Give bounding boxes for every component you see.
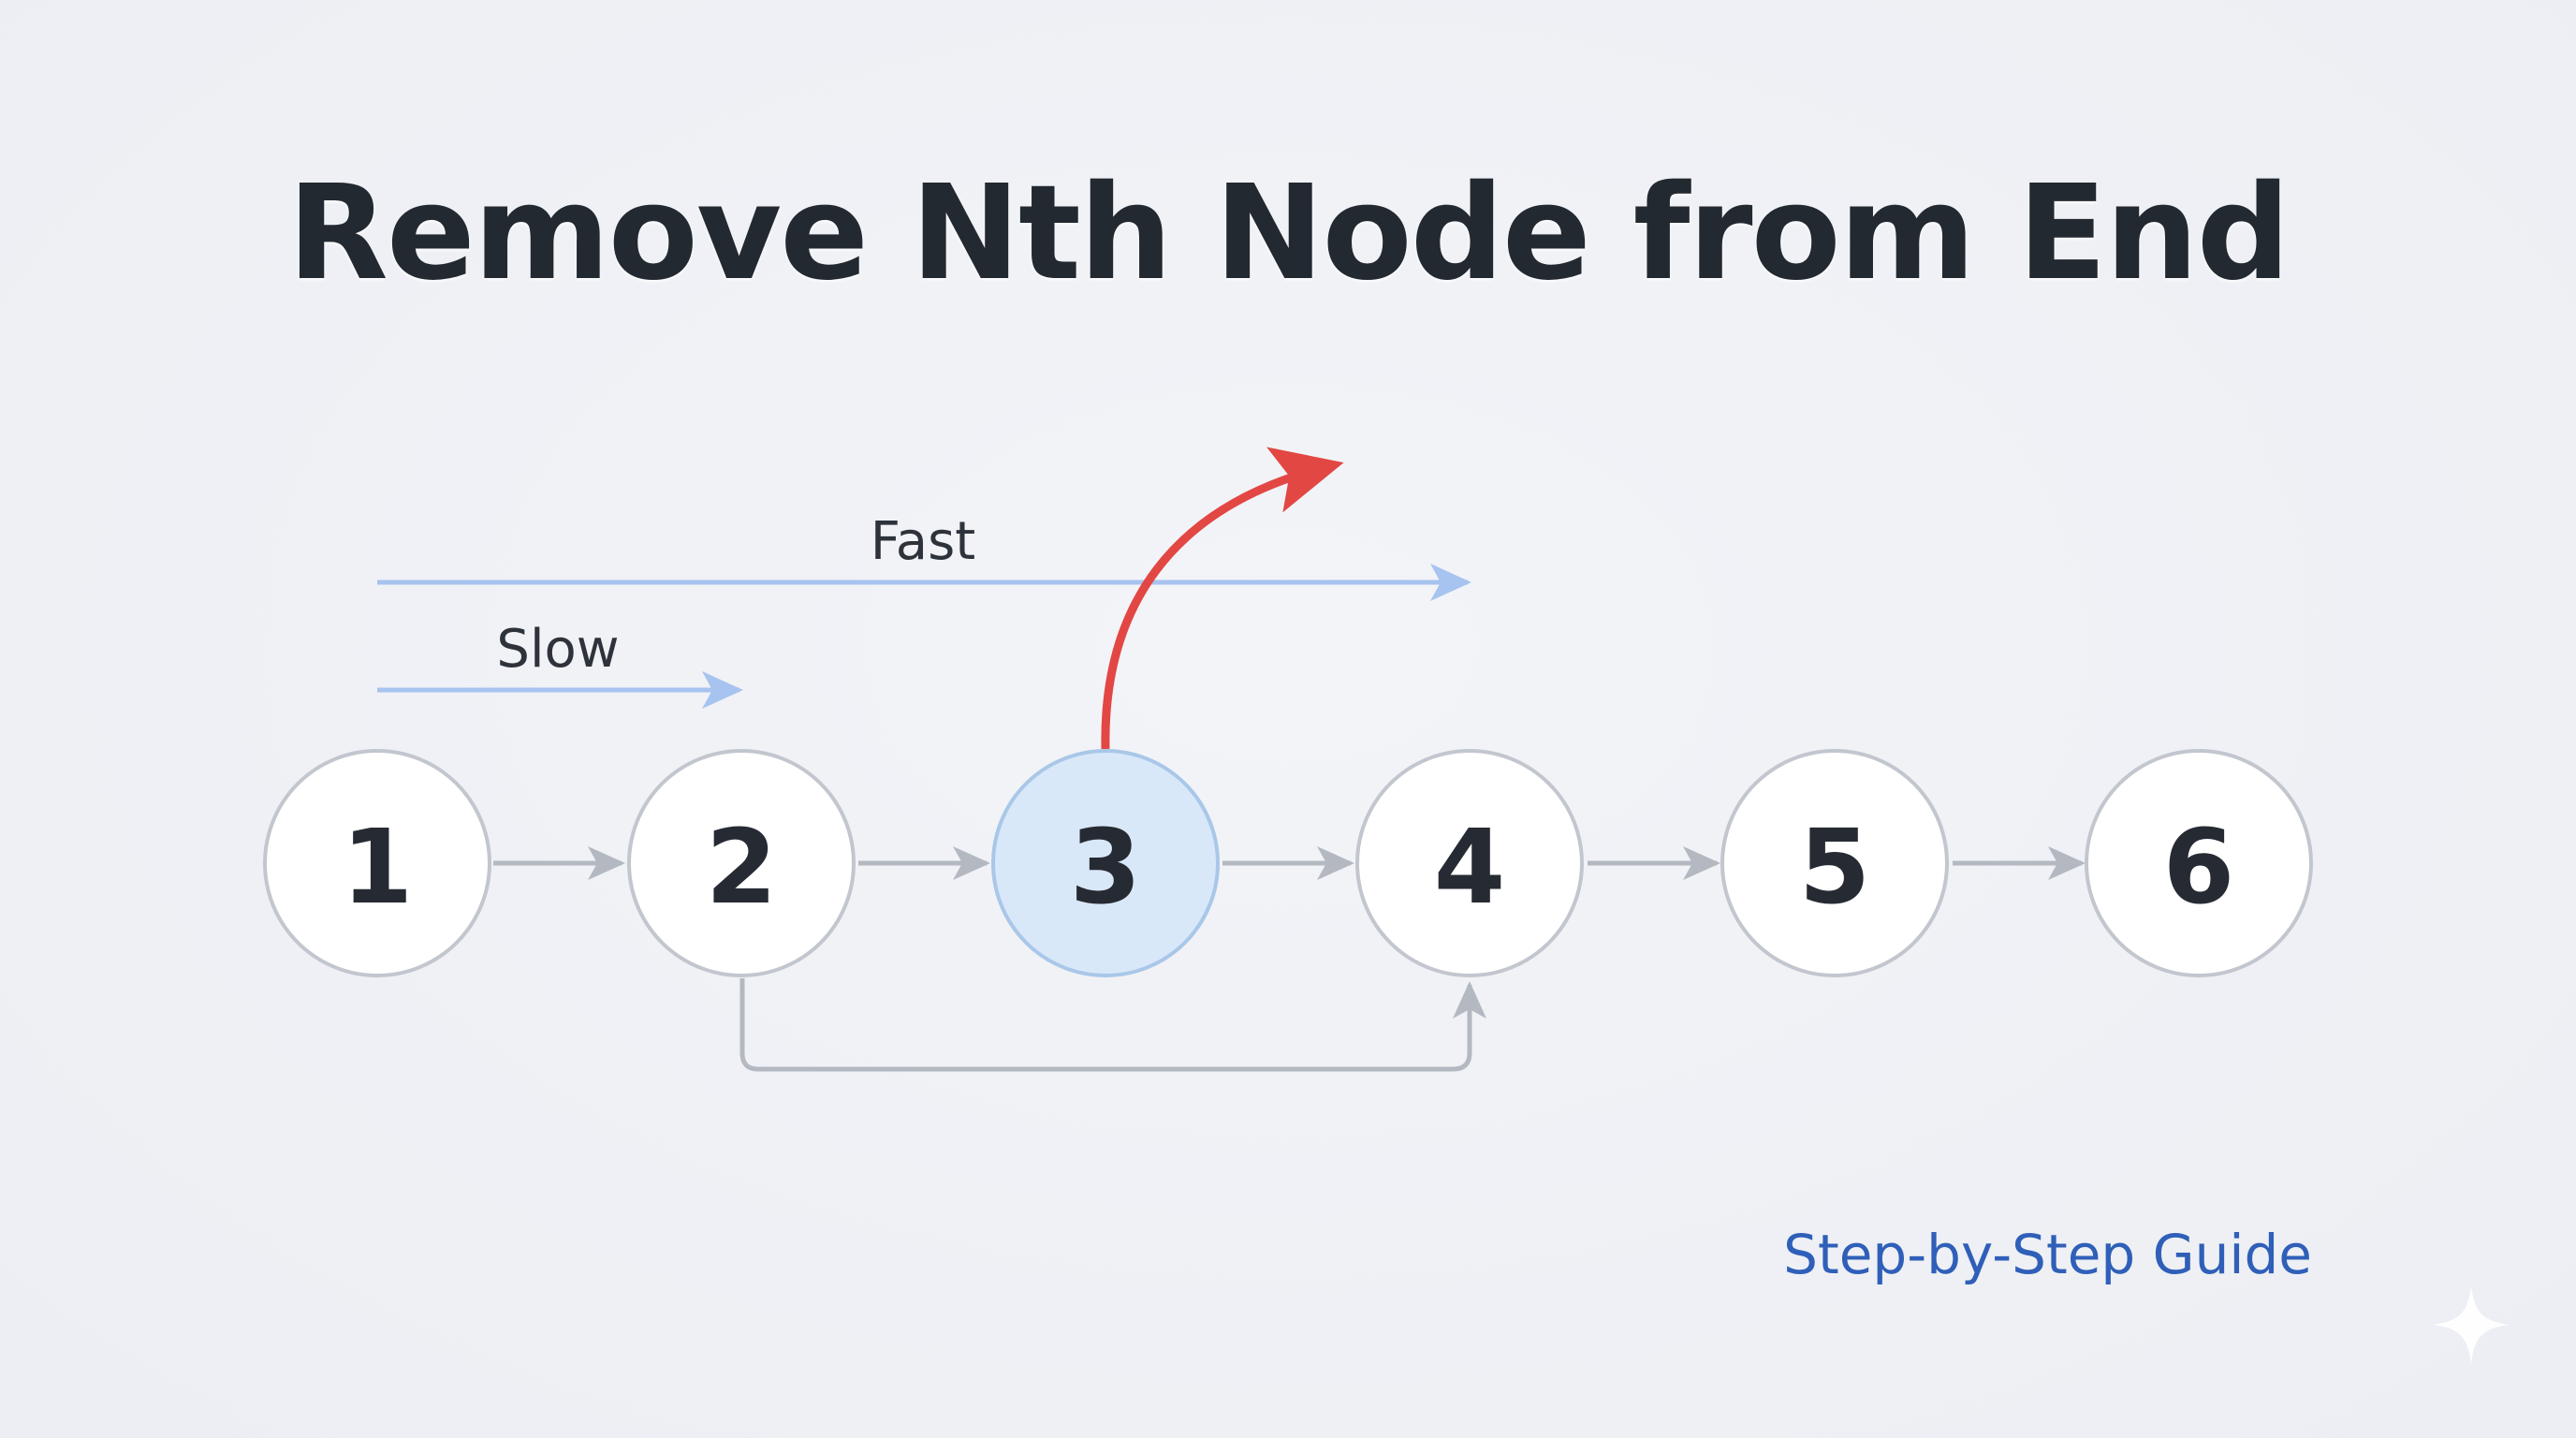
- node-4-circle: [1355, 749, 1584, 977]
- slow-pointer: Slow: [377, 619, 743, 709]
- bypass-link-2-4: [739, 978, 1486, 1072]
- node-2-label: 2: [706, 807, 778, 927]
- node-1-label: 1: [342, 807, 414, 927]
- node-6-circle: [2085, 749, 2313, 977]
- node-3-circle: [991, 749, 1220, 977]
- list-node: 2: [627, 749, 856, 977]
- node-5-label: 5: [1799, 807, 1871, 927]
- fast-pointer-label: Fast: [871, 511, 976, 572]
- list-node: 6: [2085, 749, 2313, 977]
- node-3-label: 3: [1070, 807, 1142, 927]
- node-1-circle: [263, 749, 491, 977]
- diagram-title: Remove Nth Node from End: [287, 157, 2291, 310]
- fast-pointer: Fast: [377, 511, 1471, 601]
- node-5-circle: [1720, 749, 1949, 977]
- list-node: 1: [263, 749, 491, 977]
- node-4-label: 4: [1434, 807, 1506, 927]
- list-node-highlighted: 3: [991, 749, 1220, 977]
- remove-node-arrow: [1101, 447, 1344, 750]
- step-by-step-guide-label: Step-by-Step Guide: [1783, 1223, 2312, 1286]
- list-node: 5: [1720, 749, 1949, 977]
- list-node: 4: [1355, 749, 1584, 977]
- node-2-circle: [627, 749, 856, 977]
- sparkle-icon: [2432, 1285, 2510, 1364]
- slow-pointer-label: Slow: [496, 619, 619, 680]
- node-6-label: 6: [2163, 807, 2235, 927]
